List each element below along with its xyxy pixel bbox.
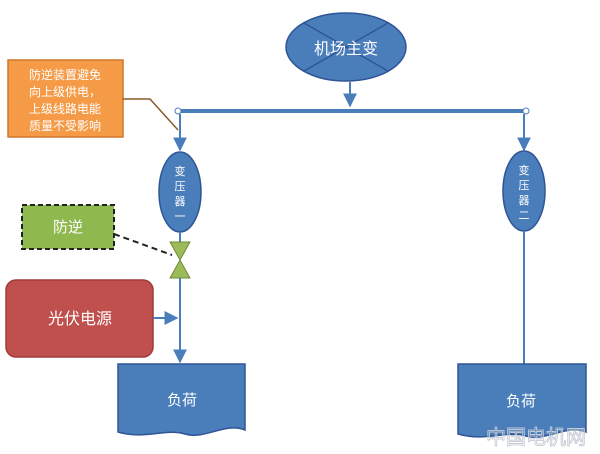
anti-reverse-valve-icon	[169, 241, 191, 279]
transformer-2-char-1: 变	[519, 163, 530, 177]
transformer-1-char-1: 变	[175, 164, 186, 178]
anti-reverse-box: 防逆	[21, 204, 115, 250]
load-2-node: 负荷	[457, 363, 587, 438]
load-1-label: 负荷	[167, 391, 197, 409]
transformer-2-node: 变 压 器 二	[502, 150, 546, 232]
load-2-label: 负荷	[506, 392, 536, 410]
main-transformer-label: 机场主变	[314, 39, 378, 58]
anti-reverse-label: 防逆	[53, 218, 83, 236]
callout-leader-line	[123, 98, 179, 131]
callout-line-1: 防逆装置避免	[29, 67, 101, 82]
transformer-1-node: 变 压 器 一	[158, 151, 202, 233]
bus-end-right	[522, 107, 530, 115]
transformer-2-char-3: 器	[519, 194, 530, 207]
transformer-2-char-2: 压	[519, 179, 530, 192]
pv-source-label: 光伏电源	[48, 309, 112, 328]
load-1-node: 负荷	[117, 363, 246, 436]
callout-line-4: 质量不受影响	[29, 118, 101, 133]
transformer-1-char-2: 压	[175, 180, 186, 193]
callout-line-3: 上级线路电能	[29, 101, 101, 116]
pv-source-node: 光伏电源	[5, 279, 154, 358]
bus-end-left	[174, 107, 182, 115]
callout-line-2: 向上级供电，	[29, 84, 101, 99]
transformer-1-char-4: 一	[175, 210, 186, 223]
callout-note: 防逆装置避免 向上级供电， 上级线路电能 质量不受影响	[7, 59, 124, 138]
transformer-1-char-3: 器	[175, 195, 186, 208]
transformer-2-char-4: 二	[519, 209, 530, 222]
watermark: 中国电机网	[486, 425, 586, 449]
anti-reverse-leader-line	[113, 233, 173, 256]
main-transformer-node: 机场主变	[285, 12, 407, 82]
